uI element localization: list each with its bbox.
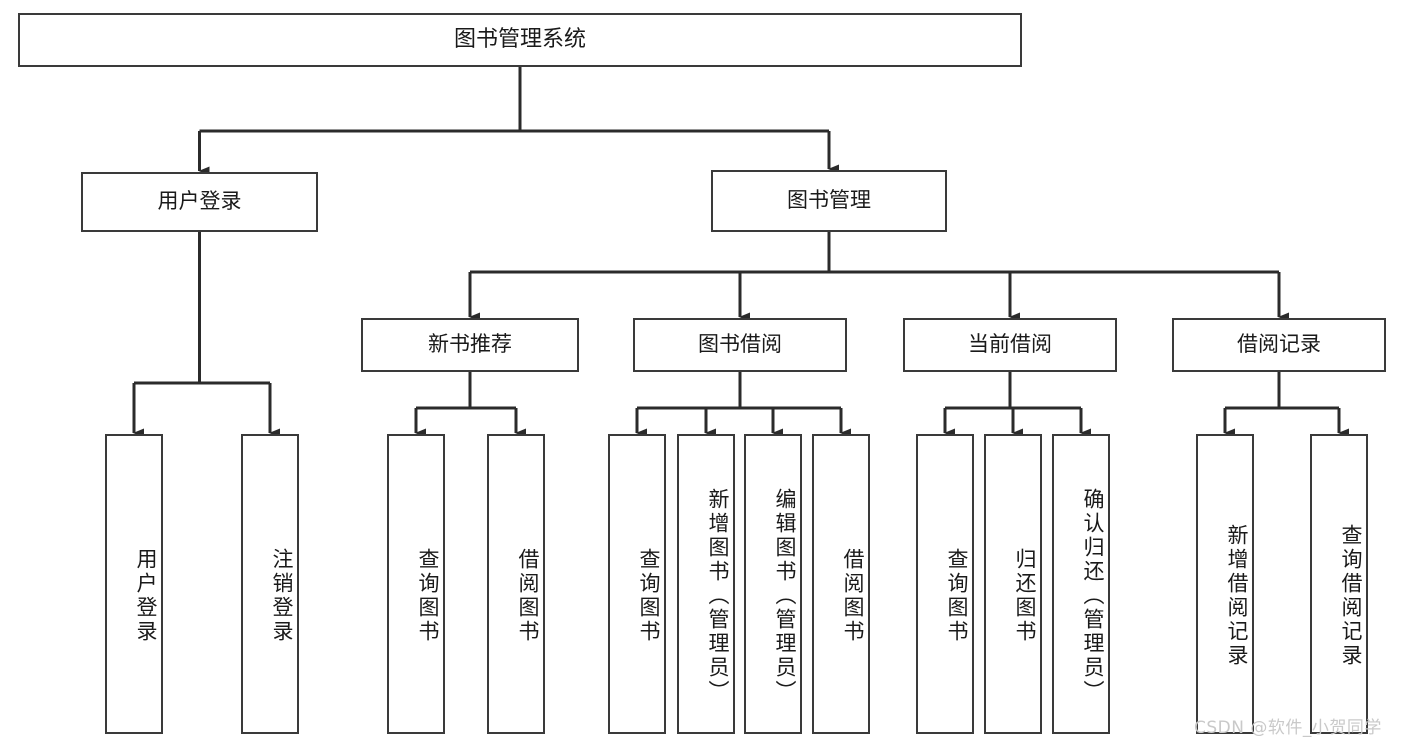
node-new-book-recommend[interactable]: 新书推荐 bbox=[361, 318, 579, 372]
node-current-borrow[interactable]: 当前借阅 bbox=[903, 318, 1117, 372]
leaf-recommend-query-book[interactable]: 查询图书 bbox=[387, 434, 445, 734]
leaf-borrow-add-book-admin[interactable]: 新增图书（管理员） bbox=[677, 434, 735, 734]
tree-connectors bbox=[132, 67, 1349, 438]
leaf-record-search[interactable]: 查询借阅记录 bbox=[1310, 434, 1368, 734]
leaf-recommend-borrow-book[interactable]: 借阅图书 bbox=[487, 434, 545, 734]
node-book-borrow[interactable]: 图书借阅 bbox=[633, 318, 847, 372]
leaf-borrow-lend-book[interactable]: 借阅图书 bbox=[812, 434, 870, 734]
leaf-borrow-edit-book-admin[interactable]: 编辑图书（管理员） bbox=[744, 434, 802, 734]
node-root[interactable]: 图书管理系统 bbox=[18, 13, 1022, 67]
leaf-current-confirm-return-admin[interactable]: 确认归还（管理员） bbox=[1052, 434, 1110, 734]
leaf-current-return-book[interactable]: 归还图书 bbox=[984, 434, 1042, 734]
leaf-current-query-book[interactable]: 查询图书 bbox=[916, 434, 974, 734]
leaf-borrow-query-book[interactable]: 查询图书 bbox=[608, 434, 666, 734]
leaf-user-logout[interactable]: 注销登录 bbox=[241, 434, 299, 734]
node-book-management-module[interactable]: 图书管理 bbox=[711, 170, 947, 232]
node-borrow-record[interactable]: 借阅记录 bbox=[1172, 318, 1386, 372]
leaf-user-login[interactable]: 用户登录 bbox=[105, 434, 163, 734]
node-user-login-module[interactable]: 用户登录 bbox=[81, 172, 318, 232]
leaf-record-add[interactable]: 新增借阅记录 bbox=[1196, 434, 1254, 734]
